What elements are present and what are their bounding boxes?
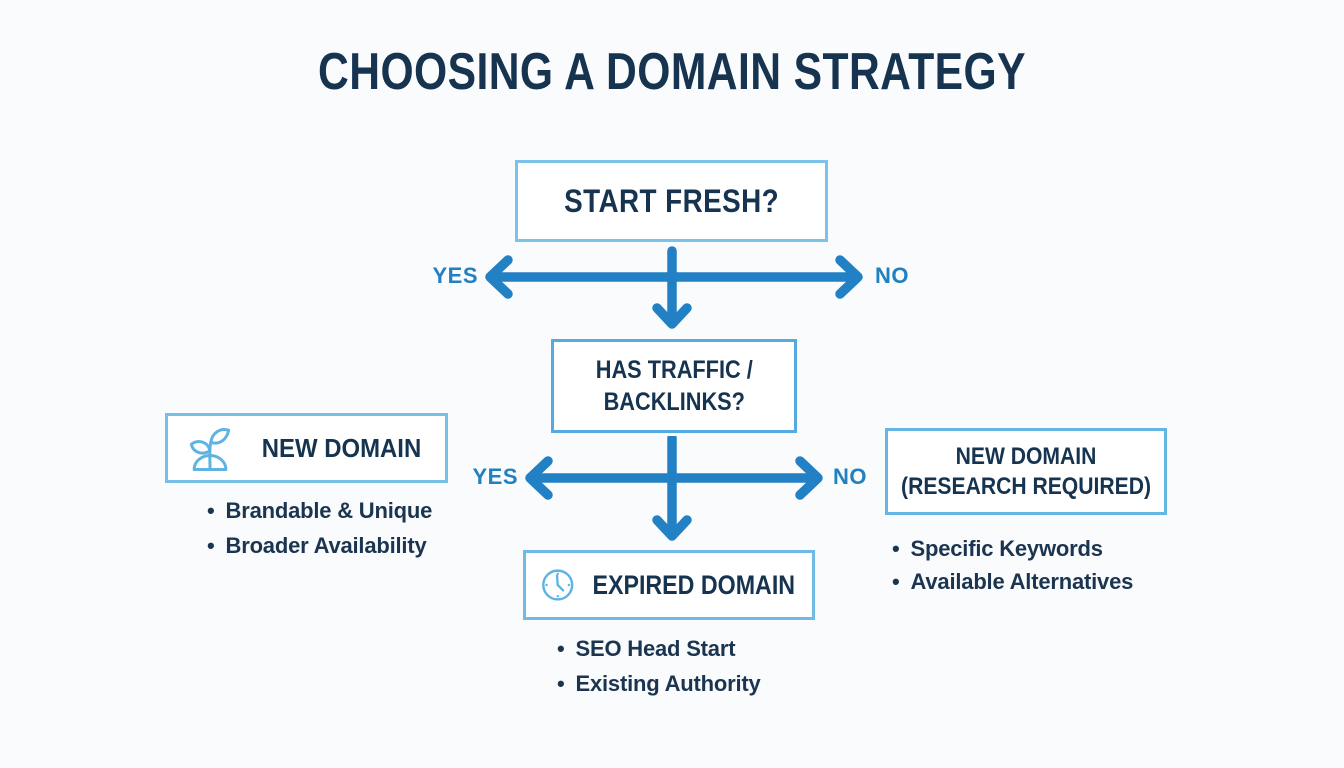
- outcome-expired-domain-label: EXPIRED DOMAIN: [592, 569, 796, 600]
- arrowhead-left-icon: [485, 255, 513, 299]
- expired-domain-bullet-list: SEO Head Start Existing Authority: [557, 631, 761, 701]
- arrowhead-right-icon: [835, 255, 863, 299]
- page-title: CHOOSING A DOMAIN STRATEGY: [318, 43, 1026, 101]
- bullet-item: Brandable & Unique: [207, 493, 433, 528]
- bullet-item: Existing Authority: [557, 666, 761, 701]
- branch-label-no-2: NO: [833, 464, 867, 489]
- bullet-item: Broader Availability: [207, 528, 432, 563]
- branch-label-yes-2: YES: [472, 464, 518, 489]
- outcome-new-domain-research-label: NEW DOMAIN (RESEARCH REQUIRED): [901, 442, 1151, 502]
- decision-box-has-traffic-label: HAS TRAFFIC / BACKLINKS?: [595, 354, 752, 418]
- research-title-line-1: NEW DOMAIN: [955, 442, 1097, 470]
- branch-label-no-1: NO: [875, 263, 909, 288]
- new-domain-bullet-list: Brandable & Unique Broader Availability: [207, 493, 433, 563]
- branch-arrows-has-traffic: [525, 436, 823, 541]
- decision-box-start-fresh-label: START FRESH?: [563, 182, 780, 219]
- arrowhead-down-icon: [652, 303, 692, 329]
- has-traffic-line-2: BACKLINKS?: [603, 388, 745, 416]
- clock-icon: [542, 569, 574, 601]
- outcome-new-domain-label: NEW DOMAIN: [261, 432, 422, 463]
- decision-box-has-traffic: HAS TRAFFIC / BACKLINKS?: [551, 339, 797, 433]
- seedling-icon: [189, 428, 231, 471]
- outcome-box-new-domain: NEW DOMAIN: [165, 413, 448, 483]
- arrowhead-left-icon: [525, 456, 553, 500]
- arrowhead-right-icon: [795, 456, 823, 500]
- branch-label-yes-1: YES: [432, 263, 478, 288]
- outcome-box-new-domain-research: NEW DOMAIN (RESEARCH REQUIRED): [885, 428, 1167, 515]
- decision-box-start-fresh: START FRESH?: [515, 160, 828, 242]
- bullet-item: SEO Head Start: [557, 631, 761, 666]
- branch-arrows-start-fresh: [485, 246, 863, 329]
- bullet-item: Specific Keywords: [892, 532, 1133, 565]
- research-title-line-2: (RESEARCH REQUIRED): [901, 472, 1151, 500]
- has-traffic-line-1: HAS TRAFFIC /: [595, 356, 753, 384]
- bullet-item: Available Alternatives: [892, 565, 1134, 598]
- new-domain-research-bullet-list: Specific Keywords Available Alternatives: [892, 532, 1134, 598]
- outcome-box-expired-domain: EXPIRED DOMAIN: [523, 550, 815, 620]
- arrowhead-down-icon: [652, 515, 692, 541]
